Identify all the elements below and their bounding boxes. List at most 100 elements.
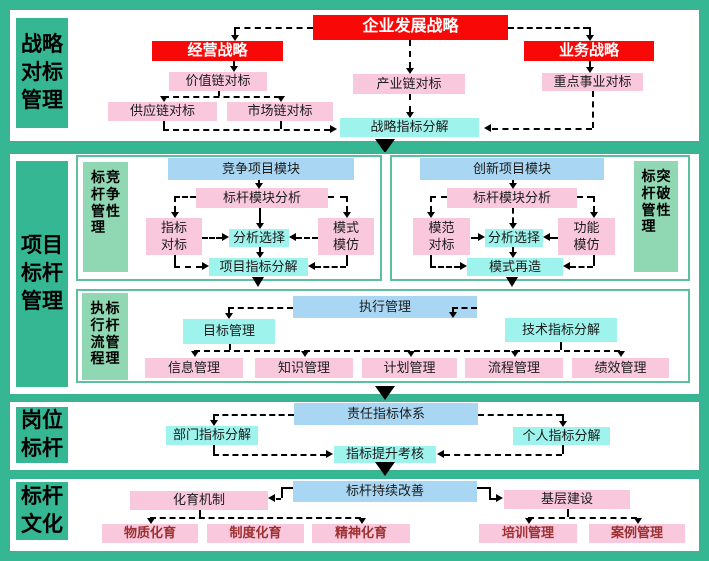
arrowhead — [171, 212, 179, 218]
box-industry-chain-benchmark: 产业链对标 — [353, 74, 465, 94]
box-indicator-benchmark: 指标对标 — [146, 218, 202, 255]
arrow-b-analysis-to-selection — [512, 208, 514, 223]
arrow-system-to-personal-drop — [562, 414, 564, 421]
arrowhead — [343, 212, 351, 218]
section-label-text: 项目标杆管理 — [21, 234, 63, 313]
box-enterprise-development-strategy: 企业发展战略 — [313, 15, 508, 40]
arrow-key-down — [592, 91, 594, 128]
section-label-text: 战略对标管理 — [21, 33, 63, 112]
arrowhead — [509, 183, 517, 189]
arrowhead — [256, 223, 264, 229]
arrow-b-selection-to-bottom — [512, 247, 514, 252]
arrow-exec-to-goal — [228, 307, 293, 309]
arrow-a-right-to-bottom — [315, 266, 346, 268]
arrow-b-analysis-right-drop — [593, 196, 595, 212]
arrowhead — [509, 223, 517, 229]
side-label-col-right: 竞争性 — [106, 169, 120, 219]
box-analysis-selection-b: 分析选择 — [485, 229, 543, 247]
arrow-b-module-to-analysis — [512, 180, 514, 183]
arrow-a-selection-to-bottom — [259, 247, 261, 252]
arrowhead-into-knowledge — [301, 351, 309, 357]
arrow-b-right-to-bottom — [570, 266, 593, 268]
arrow-improve-to-grassroots-drop — [489, 487, 491, 498]
arrowhead — [563, 262, 570, 270]
arrowhead-into-case — [634, 518, 642, 524]
arrowhead-into-performance — [617, 351, 625, 357]
arrow-b-analysis-right — [577, 196, 593, 198]
box-pattern-recreation: 模式再造 — [467, 258, 563, 276]
arrow-biz-to-key — [589, 61, 591, 67]
arrowhead-into-process — [511, 351, 519, 357]
box-analysis-selection-a: 分析选择 — [229, 229, 289, 247]
arrowhead — [478, 233, 485, 241]
box-goal-management: 目标管理 — [183, 319, 275, 344]
arrow-industry-to-decomp — [409, 94, 411, 112]
arrow-improve-to-grassroots-run — [489, 498, 496, 500]
box-model-benchmark: 模范对标 — [413, 218, 470, 255]
arrowhead-into-key — [586, 67, 594, 73]
arrowhead — [326, 450, 333, 458]
section-flow-triangle-3 — [375, 462, 395, 476]
arrowhead-into-biz — [586, 35, 594, 41]
arrow-a-analysis-right — [328, 196, 346, 198]
side-label-breakthrough-benchmarking: 标杆管理 突破性 — [634, 161, 678, 272]
arrowhead-into-grassroots — [496, 494, 503, 502]
arrowhead — [509, 252, 517, 258]
box-grassroots-construction: 基层建设 — [504, 490, 630, 509]
arrowhead — [590, 212, 598, 218]
section-flow-triangle-2 — [375, 386, 395, 400]
arrow-key-to-decomp — [492, 128, 592, 130]
box-benchmark-module-analysis-a: 标杆模块分析 — [196, 188, 328, 208]
box-operating-strategy: 经营战略 — [152, 41, 283, 61]
arrow-a-left-down — [174, 255, 176, 266]
arrow-a-module-to-analysis — [258, 180, 260, 183]
arrow-system-to-dept-drop — [213, 414, 215, 420]
arrow-a-right-down — [346, 255, 348, 266]
arrow-a-left-to-bottom — [174, 266, 202, 268]
arrow-improve-to-mechanism-drop — [281, 487, 283, 498]
box-responsibility-indicator-system: 责任指标体系 — [294, 403, 478, 425]
arrow-b-left-to-selection — [471, 237, 479, 239]
arrowhead — [256, 252, 264, 258]
arrow-a-analysis-left — [174, 196, 196, 198]
box-text: 模范对标 — [428, 219, 455, 252]
box-text: 指标对标 — [160, 219, 187, 252]
arrowhead-into-mechanism — [268, 494, 275, 502]
box-personal-indicator-decomposition: 个人指标分解 — [513, 427, 610, 445]
side-label-col-left: 标杆管理 — [91, 169, 105, 236]
section-label-position-benchmark: 岗位标杆 — [16, 407, 68, 463]
side-label-col-left: 标杆管理 — [641, 168, 656, 235]
box-case-management: 案例管理 — [589, 524, 685, 543]
arrow-mechanism-split — [150, 517, 361, 519]
arrowhead — [427, 212, 435, 218]
section-label-text: 标杆文化 — [21, 485, 63, 536]
arrowhead — [222, 233, 229, 241]
arrow-exec-to-tech — [452, 307, 477, 309]
arrow-a-to-execution — [252, 277, 264, 287]
box-benchmark-module-analysis-b: 标杆模块分析 — [447, 188, 577, 208]
box-innovation-project-module: 创新项目模块 — [420, 158, 604, 180]
box-competitive-project-module: 竞争项目模块 — [168, 158, 354, 180]
arrowhead — [202, 262, 209, 270]
arrow-improve-to-mechanism-run — [276, 498, 281, 500]
arrow-a-analysis-left-drop — [174, 196, 176, 212]
arrow-tech-down-stub — [560, 342, 562, 350]
box-text: 功能模仿 — [573, 219, 600, 252]
box-benchmark-continuous-improvement: 标杆持续改善 — [293, 481, 477, 502]
box-value-chain-benchmark: 价值链对标 — [169, 72, 267, 91]
arrowhead-into-op — [231, 35, 239, 41]
arrow-dev-to-industry — [409, 40, 411, 68]
box-project-indicator-decomposition: 项目指标分解 — [209, 258, 308, 276]
arrow-dev-to-op-drop — [234, 27, 236, 36]
arrowhead-into-information — [191, 351, 199, 357]
arrow-op-to-value — [233, 61, 235, 66]
arrow-market-down — [280, 121, 282, 129]
box-training-management: 培训管理 — [479, 524, 577, 543]
arrow-a-right-to-selection — [296, 237, 318, 239]
arrow-a-left-to-selection — [202, 237, 222, 239]
arrow-goal-down-stub — [229, 344, 231, 350]
box-supply-chain-benchmark: 供应链对标 — [108, 102, 217, 121]
arrow-b-analysis-left — [430, 196, 447, 198]
box-material-cultivation: 物质化育 — [102, 524, 198, 543]
